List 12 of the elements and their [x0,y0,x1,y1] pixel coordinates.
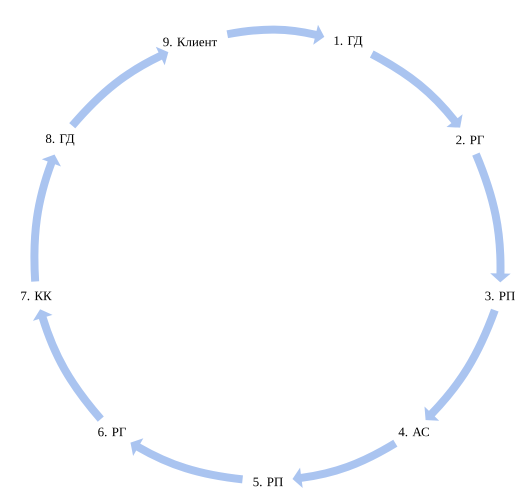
step-label: 4. АС [398,428,429,436]
block-arrow [69,46,168,128]
step-label: 6. РГ [98,428,126,436]
block-arrow [472,152,511,282]
step-label: 5. РП [253,478,283,486]
step-label: 9. Клиент [163,38,217,46]
block-arrow [370,50,463,128]
step-label: 7. КК [21,292,52,300]
step-label: 3. РП [485,292,515,300]
step-label: 2. РГ [456,136,484,144]
step-label: 1. ГД [334,36,362,48]
step-label: 8. ГД [46,134,74,146]
